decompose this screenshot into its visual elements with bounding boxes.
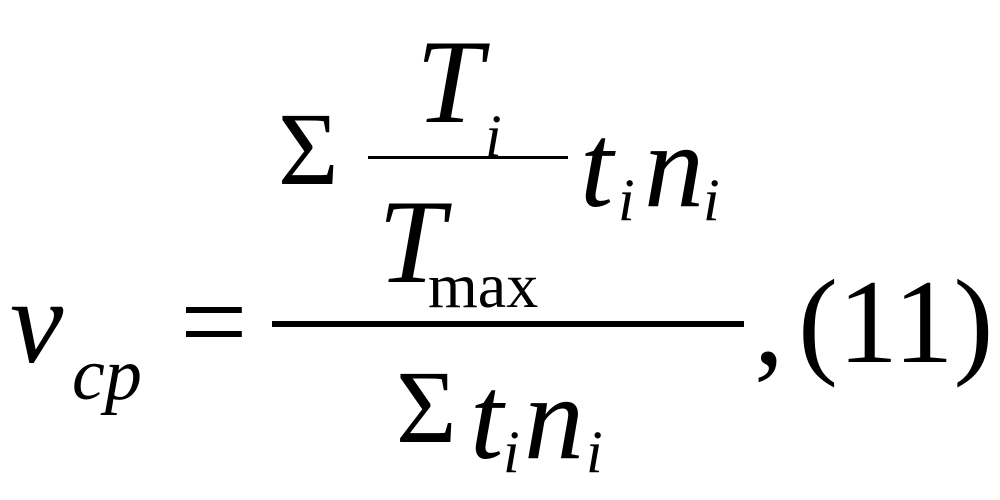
lhs-subscript-cp: cp (72, 334, 142, 416)
numerator-n-subscript-i: i (703, 167, 720, 233)
denominator-symbol-n: n (524, 351, 584, 484)
main-fraction-bar (272, 321, 744, 327)
denominator-sum-sign: Σ (396, 350, 457, 465)
numerator-t-subscript-i: i (618, 167, 635, 233)
numerator-sum-sign: Σ (278, 92, 339, 207)
inner-bottom-subscript-max: max (428, 250, 539, 321)
numerator-symbol-n: n (644, 99, 704, 232)
inner-top-subscript-i: i (485, 103, 502, 169)
denominator-symbol-t: t (470, 351, 504, 484)
equation-number: (11) (798, 255, 994, 388)
trailing-comma: , (754, 257, 784, 390)
inner-fraction-bar (368, 156, 568, 159)
inner-top-symbol-T: T (416, 15, 483, 148)
denominator-n-subscript-i: i (586, 419, 603, 485)
lhs-symbol-nu: ν (10, 255, 64, 388)
denominator-t-subscript-i: i (503, 419, 520, 485)
equals-sign: = (180, 255, 248, 388)
numerator-symbol-t: t (580, 99, 614, 232)
inner-bottom-symbol-T: T (378, 175, 445, 308)
